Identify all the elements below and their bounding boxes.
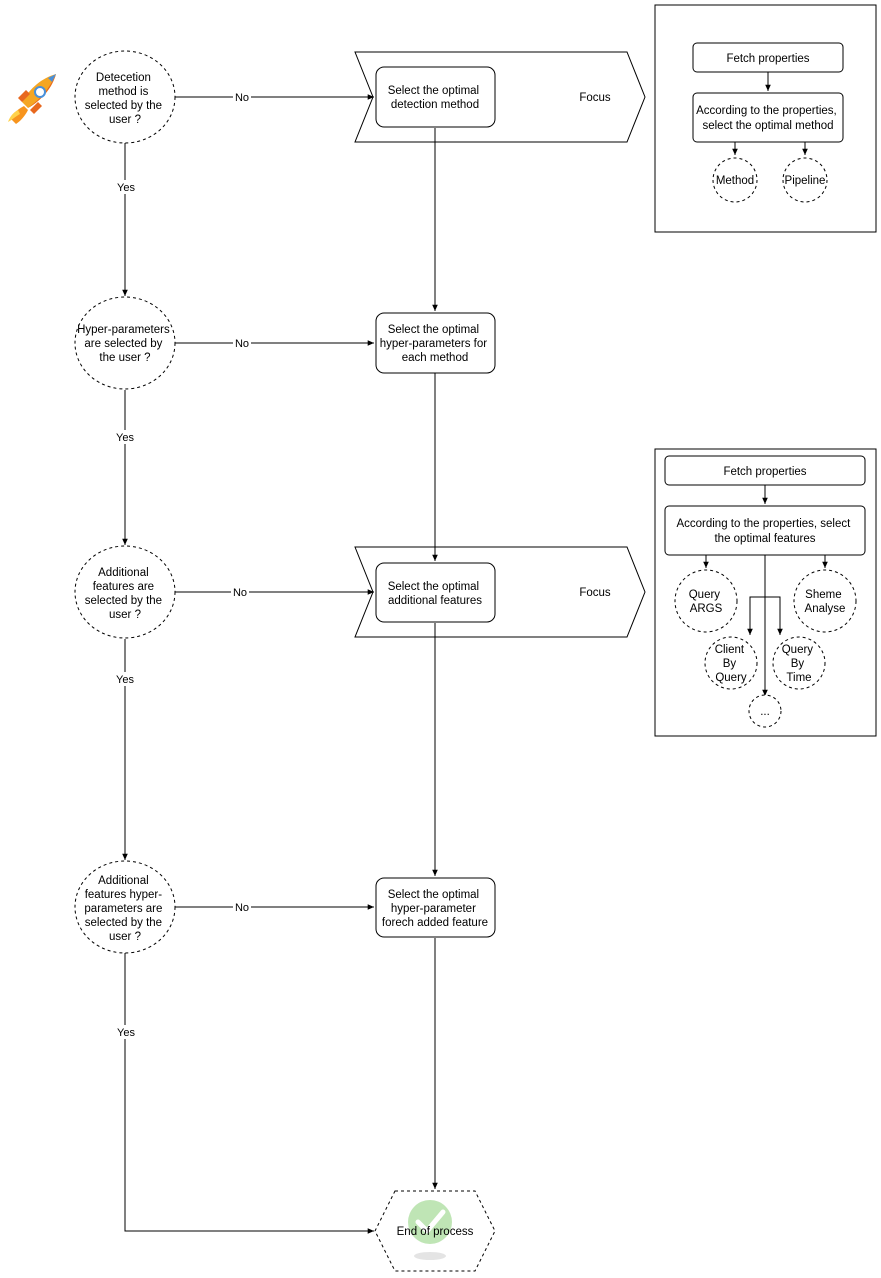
panel2-output-client-by-query: Client xyxy=(715,644,745,656)
svg-text:Client By Query: Client By Query xyxy=(715,644,748,684)
process-1-line: detection method xyxy=(391,99,479,111)
decision-4-line: selected by the xyxy=(85,917,162,929)
process-4: Select the optimal hyper-parameter forec… xyxy=(375,877,496,938)
decision-2-line: are selected by xyxy=(84,338,162,350)
edge-label-yes-3: Yes xyxy=(116,674,134,686)
edge-label-yes-1: Yes xyxy=(117,182,135,194)
panel1-fetch: Fetch properties xyxy=(726,53,809,65)
decision-2: Hyper-parameters are selected by the use… xyxy=(74,296,176,390)
process-2-line: hyper-parameters for xyxy=(380,338,488,350)
decision-3-line: Additional xyxy=(98,567,149,579)
edge-label-no-3: No xyxy=(233,587,247,599)
panel2-output-sheme-analyse: Sheme xyxy=(805,589,841,601)
svg-text:According to the properties, s: According to the properties, select the … xyxy=(676,518,853,545)
decision-4: Additional features hyper- parameters ar… xyxy=(74,860,176,954)
focus-label-2: Focus xyxy=(579,587,611,599)
decision-3-line: selected by the xyxy=(85,595,162,607)
panel2-output-client-by-query: By xyxy=(723,658,737,670)
svg-text:Query ARGS: Query ARGS xyxy=(689,589,724,615)
panel1-output-pipeline: Pipeline xyxy=(785,175,826,187)
panel1-select-line: select the optimal method xyxy=(702,120,833,132)
decision-1-line: Detecetion xyxy=(96,72,151,84)
decision-3: Additional features are selected by the … xyxy=(74,545,176,639)
panel2-output-sheme-analyse: Analyse xyxy=(805,603,846,615)
rocket-icon xyxy=(8,74,56,124)
svg-text:Additional features are: Additional features are selected by the … xyxy=(85,567,166,621)
process-3-line: Select the optimal xyxy=(388,581,479,593)
process-4-line: hyper-parameter xyxy=(391,903,476,915)
process-4-line: forech added feature xyxy=(382,917,488,929)
edge-label-yes-4: Yes xyxy=(117,1027,135,1039)
decision-4-line: Additional xyxy=(98,875,149,887)
svg-text:Additional features hype: Additional features hyper- parameters ar… xyxy=(84,875,165,943)
process-1-line: Select the optimal xyxy=(388,85,479,97)
detail-panel-1: Fetch properties According to the proper… xyxy=(654,4,877,233)
decision-3-line: user ? xyxy=(109,609,141,621)
edge-label-no-2: No xyxy=(235,338,249,350)
panel2-output-more: ... xyxy=(760,706,770,718)
process-1: Select the optimal detection method xyxy=(375,66,496,128)
decision-2-line: Hyper-parameters xyxy=(77,324,170,336)
process-3-line: additional features xyxy=(388,595,482,607)
svg-text:Query By Time: Query By Time xyxy=(782,644,817,684)
panel2-fetch: Fetch properties xyxy=(723,466,806,478)
panel2-select-line: the optimal features xyxy=(714,533,815,545)
edge-label-yes-2: Yes xyxy=(116,432,134,444)
svg-text:Select the optimal detec: Select the optimal detection method xyxy=(388,85,483,111)
svg-text:Sheme Analyse: Sheme Analyse xyxy=(805,589,846,615)
panel2-output-query-args: Query xyxy=(689,589,721,601)
panel2-output-query-by-time: Query xyxy=(782,644,814,656)
process-2-line: each method xyxy=(402,352,469,364)
decision-1-line: method is xyxy=(98,86,148,98)
decision-1-line: selected by the xyxy=(85,100,162,112)
svg-text:Select the optimal hyper: Select the optimal hyper-parameter forec… xyxy=(382,889,488,929)
panel2-output-client-by-query: Query xyxy=(715,672,747,684)
panel1-select-line: According to the properties, xyxy=(696,105,837,117)
svg-text:Hyper-parameters are sel: Hyper-parameters are selected by the use… xyxy=(77,324,173,364)
end-node: End of process xyxy=(374,1190,496,1272)
panel1-output-method: Method xyxy=(716,175,754,187)
svg-text:According to the properties,: According to the properties, select the … xyxy=(696,105,840,132)
decision-4-line: user ? xyxy=(109,931,141,943)
process-2: Select the optimal hyper-parameters for … xyxy=(375,312,496,374)
checkmark-icon xyxy=(408,1200,452,1260)
svg-text:Detecetion method is: Detecetion method is selected by the use… xyxy=(85,72,166,126)
edge-label-no-4: No xyxy=(235,902,249,914)
detail-panel-2: Fetch properties According to the proper… xyxy=(654,448,877,737)
end-label: End of process xyxy=(397,1226,474,1238)
focus-label-1: Focus xyxy=(579,92,611,104)
process-3: Select the optimal additional features xyxy=(375,562,496,623)
edge-label-no-1: No xyxy=(235,92,249,104)
panel2-output-query-by-time: By xyxy=(791,658,805,670)
process-2-line: Select the optimal xyxy=(388,324,479,336)
svg-text:Select the optimal addit: Select the optimal additional features xyxy=(388,581,483,607)
svg-text:Select the optimal hyper: Select the optimal hyper-parameters for … xyxy=(380,324,491,364)
panel2-select-line: According to the properties, select xyxy=(676,518,851,530)
process-4-line: Select the optimal xyxy=(388,889,479,901)
decision-2-line: the user ? xyxy=(99,352,150,364)
decision-1: Detecetion method is selected by the use… xyxy=(74,50,176,144)
decision-4-line: features hyper- xyxy=(85,889,163,901)
panel2-output-query-args: ARGS xyxy=(690,603,723,615)
decision-4-line: parameters are xyxy=(84,903,162,915)
decision-1-line: user ? xyxy=(109,114,141,126)
decision-3-line: features are xyxy=(93,581,154,593)
panel2-output-query-by-time: Time xyxy=(786,672,811,684)
